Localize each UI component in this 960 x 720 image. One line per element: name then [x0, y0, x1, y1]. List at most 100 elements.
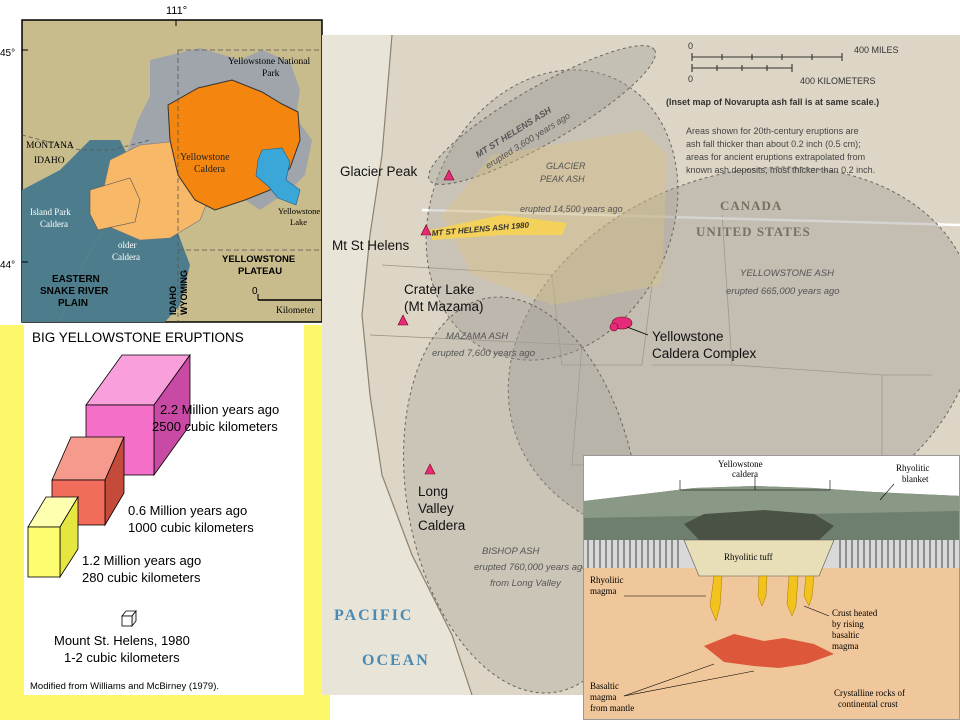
- helens-1980-ash-area: [430, 215, 567, 240]
- ash-map-svg: 0 400 MILES 0 400 KILOMETERS (Inset map …: [322, 35, 960, 695]
- older-caldera-label-1: older: [118, 240, 137, 250]
- rhyolitic-magma-1: [709, 575, 723, 622]
- eruption-3-age: 1.2 Million years ago: [82, 553, 201, 568]
- rhyolitic-tuff-block: [683, 539, 835, 577]
- basaltic-label-2: magma: [590, 692, 617, 702]
- tuff-label: Rhyolitic tuff: [724, 552, 773, 562]
- crystalline-label-1: Crystalline rocks of: [834, 688, 905, 698]
- rhyolitic-magma-2: [757, 575, 768, 607]
- island-park-label-1: Island Park: [30, 207, 71, 217]
- caldera-cross-section: Yellowstone caldera Rhyolitic blanket Rh…: [583, 455, 960, 720]
- long-valley-label-2: Valley: [418, 501, 454, 516]
- eruption-2-age: 0.6 Million years ago: [128, 503, 247, 518]
- glacier-ash-label-1: GLACIER: [546, 161, 586, 171]
- note-line-1: Areas shown for 20th-century eruptions a…: [686, 126, 859, 136]
- scale-zero-2: 0: [688, 74, 693, 84]
- snake-label-2: SNAKE RIVER: [40, 286, 109, 297]
- inset-map-svg: 111° 45° 44° Yellowstone National Park M…: [0, 5, 323, 323]
- magma-label-2: magma: [590, 586, 617, 596]
- crust-label-3: basaltic: [832, 630, 860, 640]
- ynp-label-2: Park: [262, 69, 280, 79]
- crater-lake-label-1: Crater Lake: [404, 282, 475, 297]
- long-valley-label-3: Caldera: [418, 518, 466, 533]
- crust-label-1: Crust heated: [832, 608, 878, 618]
- glacier-peak-ash-area: [442, 130, 667, 305]
- mazama-ash-label-1: MAZAMA ASH: [446, 331, 508, 342]
- basaltic-label-3: from mantle: [590, 703, 634, 713]
- scale-miles: 400 MILES: [854, 45, 899, 55]
- inset-scale-unit: Kilometer: [276, 306, 315, 316]
- eruption-4-age: Mount St. Helens, 1980: [54, 633, 190, 648]
- lat-44-label: 44°: [0, 260, 15, 271]
- lake-label-1: Yellowstone: [278, 206, 320, 216]
- ocean-area: [322, 35, 472, 695]
- yellowstone-caldera-marker-2: [609, 322, 619, 332]
- rhyolitic-magma-4: [803, 575, 815, 607]
- glacier-ash-label-3: erupted 14,500 years ago: [520, 204, 623, 214]
- note-line-2: ash fall thicker than about 0.2 inch (0.…: [686, 139, 861, 149]
- glacier-peak-label: Glacier Peak: [340, 164, 418, 179]
- inset-note: (Inset map of Novarupta ash fall is at s…: [666, 97, 879, 107]
- eruptions-chart-panel: BIG YELLOWSTONE ERUPTIONS 2.2 Million ye…: [24, 325, 304, 695]
- snake-label-1: EASTERN: [52, 274, 100, 285]
- blanket-label-1: Rhyolitic: [896, 463, 930, 473]
- yellowstone-label-2: Caldera Complex: [652, 346, 757, 361]
- cross-section-svg: Yellowstone caldera Rhyolitic blanket Rh…: [584, 456, 959, 719]
- eruption-3-volume: 280 cubic kilometers: [82, 570, 201, 585]
- bishop-ash-label-3: from Long Valley: [490, 578, 562, 589]
- idaho-vertical-label: IDAHO: [168, 286, 178, 315]
- mazama-ash-area: [425, 69, 679, 361]
- island-park-caldera-area: [89, 177, 141, 231]
- ynp-label-1: Yellowstone National: [228, 57, 311, 67]
- wyoming-vertical-label: WYOMING: [179, 270, 189, 315]
- helens-3600-ash-area: [428, 45, 656, 185]
- snake-label-3: PLAIN: [58, 298, 88, 309]
- caldera-label-1: Yellowstone: [180, 152, 230, 163]
- rhyolitic-magma-3: [786, 575, 799, 617]
- ocean-label: OCEAN: [362, 652, 430, 669]
- eruption-2-volume: 1000 cubic kilometers: [128, 520, 254, 535]
- pacific-label: PACIFIC: [334, 607, 413, 624]
- canada-label: CANADA: [720, 198, 782, 213]
- mt-st-helens-volcano: [420, 224, 432, 236]
- crust-label-4: magma: [832, 641, 859, 651]
- scale-bars: [691, 53, 843, 72]
- cube-280-front: [27, 526, 61, 578]
- yellowstone-leader-line: [626, 326, 649, 336]
- island-park-label-2: Caldera: [40, 219, 68, 229]
- lake-label-2: Lake: [290, 217, 307, 227]
- eruptions-chart-svg: BIG YELLOWSTONE ERUPTIONS 2.2 Million ye…: [27, 330, 279, 692]
- yellowstone-inset-map: 111° 45° 44° Yellowstone National Park M…: [0, 0, 330, 325]
- crater-lake-label-2: (Mt Mazama): [404, 299, 484, 314]
- crater-lake-volcano: [397, 314, 409, 326]
- blanket-label-2: blanket: [902, 474, 929, 484]
- eruptions-source: Modified from Williams and McBirney (197…: [30, 681, 219, 692]
- layer-stripes: [587, 540, 955, 568]
- idaho-label: IDAHO: [34, 156, 65, 166]
- older-caldera-label-2: Caldera: [112, 252, 140, 262]
- caldera-label-1: Yellowstone: [718, 459, 763, 469]
- crust-label-2: by rising: [832, 619, 864, 629]
- scale-km: 400 KILOMETERS: [800, 76, 876, 86]
- eruption-4-volume: 1-2 cubic kilometers: [64, 650, 180, 665]
- yellowstone-ash-label-2: erupted 665,000 years ago: [726, 286, 840, 297]
- caldera-label-2: Caldera: [194, 164, 226, 175]
- long-valley-label-1: Long: [418, 484, 448, 499]
- basaltic-label-1: Basaltic: [590, 681, 619, 691]
- lat-45-label: 45°: [0, 48, 15, 59]
- glacier-ash-label-2: PEAK ASH: [540, 174, 585, 184]
- yellowstone-lake: [255, 147, 301, 206]
- basaltic-magma-body: [704, 634, 834, 668]
- cross-section-leaders: [623, 476, 895, 697]
- usa-label: UNITED STATES: [696, 224, 811, 239]
- glacier-peak-volcano: [443, 169, 455, 181]
- scale-zero-1: 0: [688, 41, 693, 51]
- plateau-label-1: YELLOWSTONE: [222, 254, 295, 265]
- mazama-ash-label-2: erupted 7,600 years ago: [432, 348, 535, 359]
- caldera-label-2: caldera: [732, 469, 758, 479]
- coastline: [361, 35, 473, 695]
- note-line-3: areas for ancient eruptions extrapolated…: [686, 152, 865, 162]
- mt-st-helens-label: Mt St Helens: [332, 238, 410, 253]
- magma-label-1: Rhyolitic: [590, 575, 624, 585]
- canada-border: [421, 208, 960, 227]
